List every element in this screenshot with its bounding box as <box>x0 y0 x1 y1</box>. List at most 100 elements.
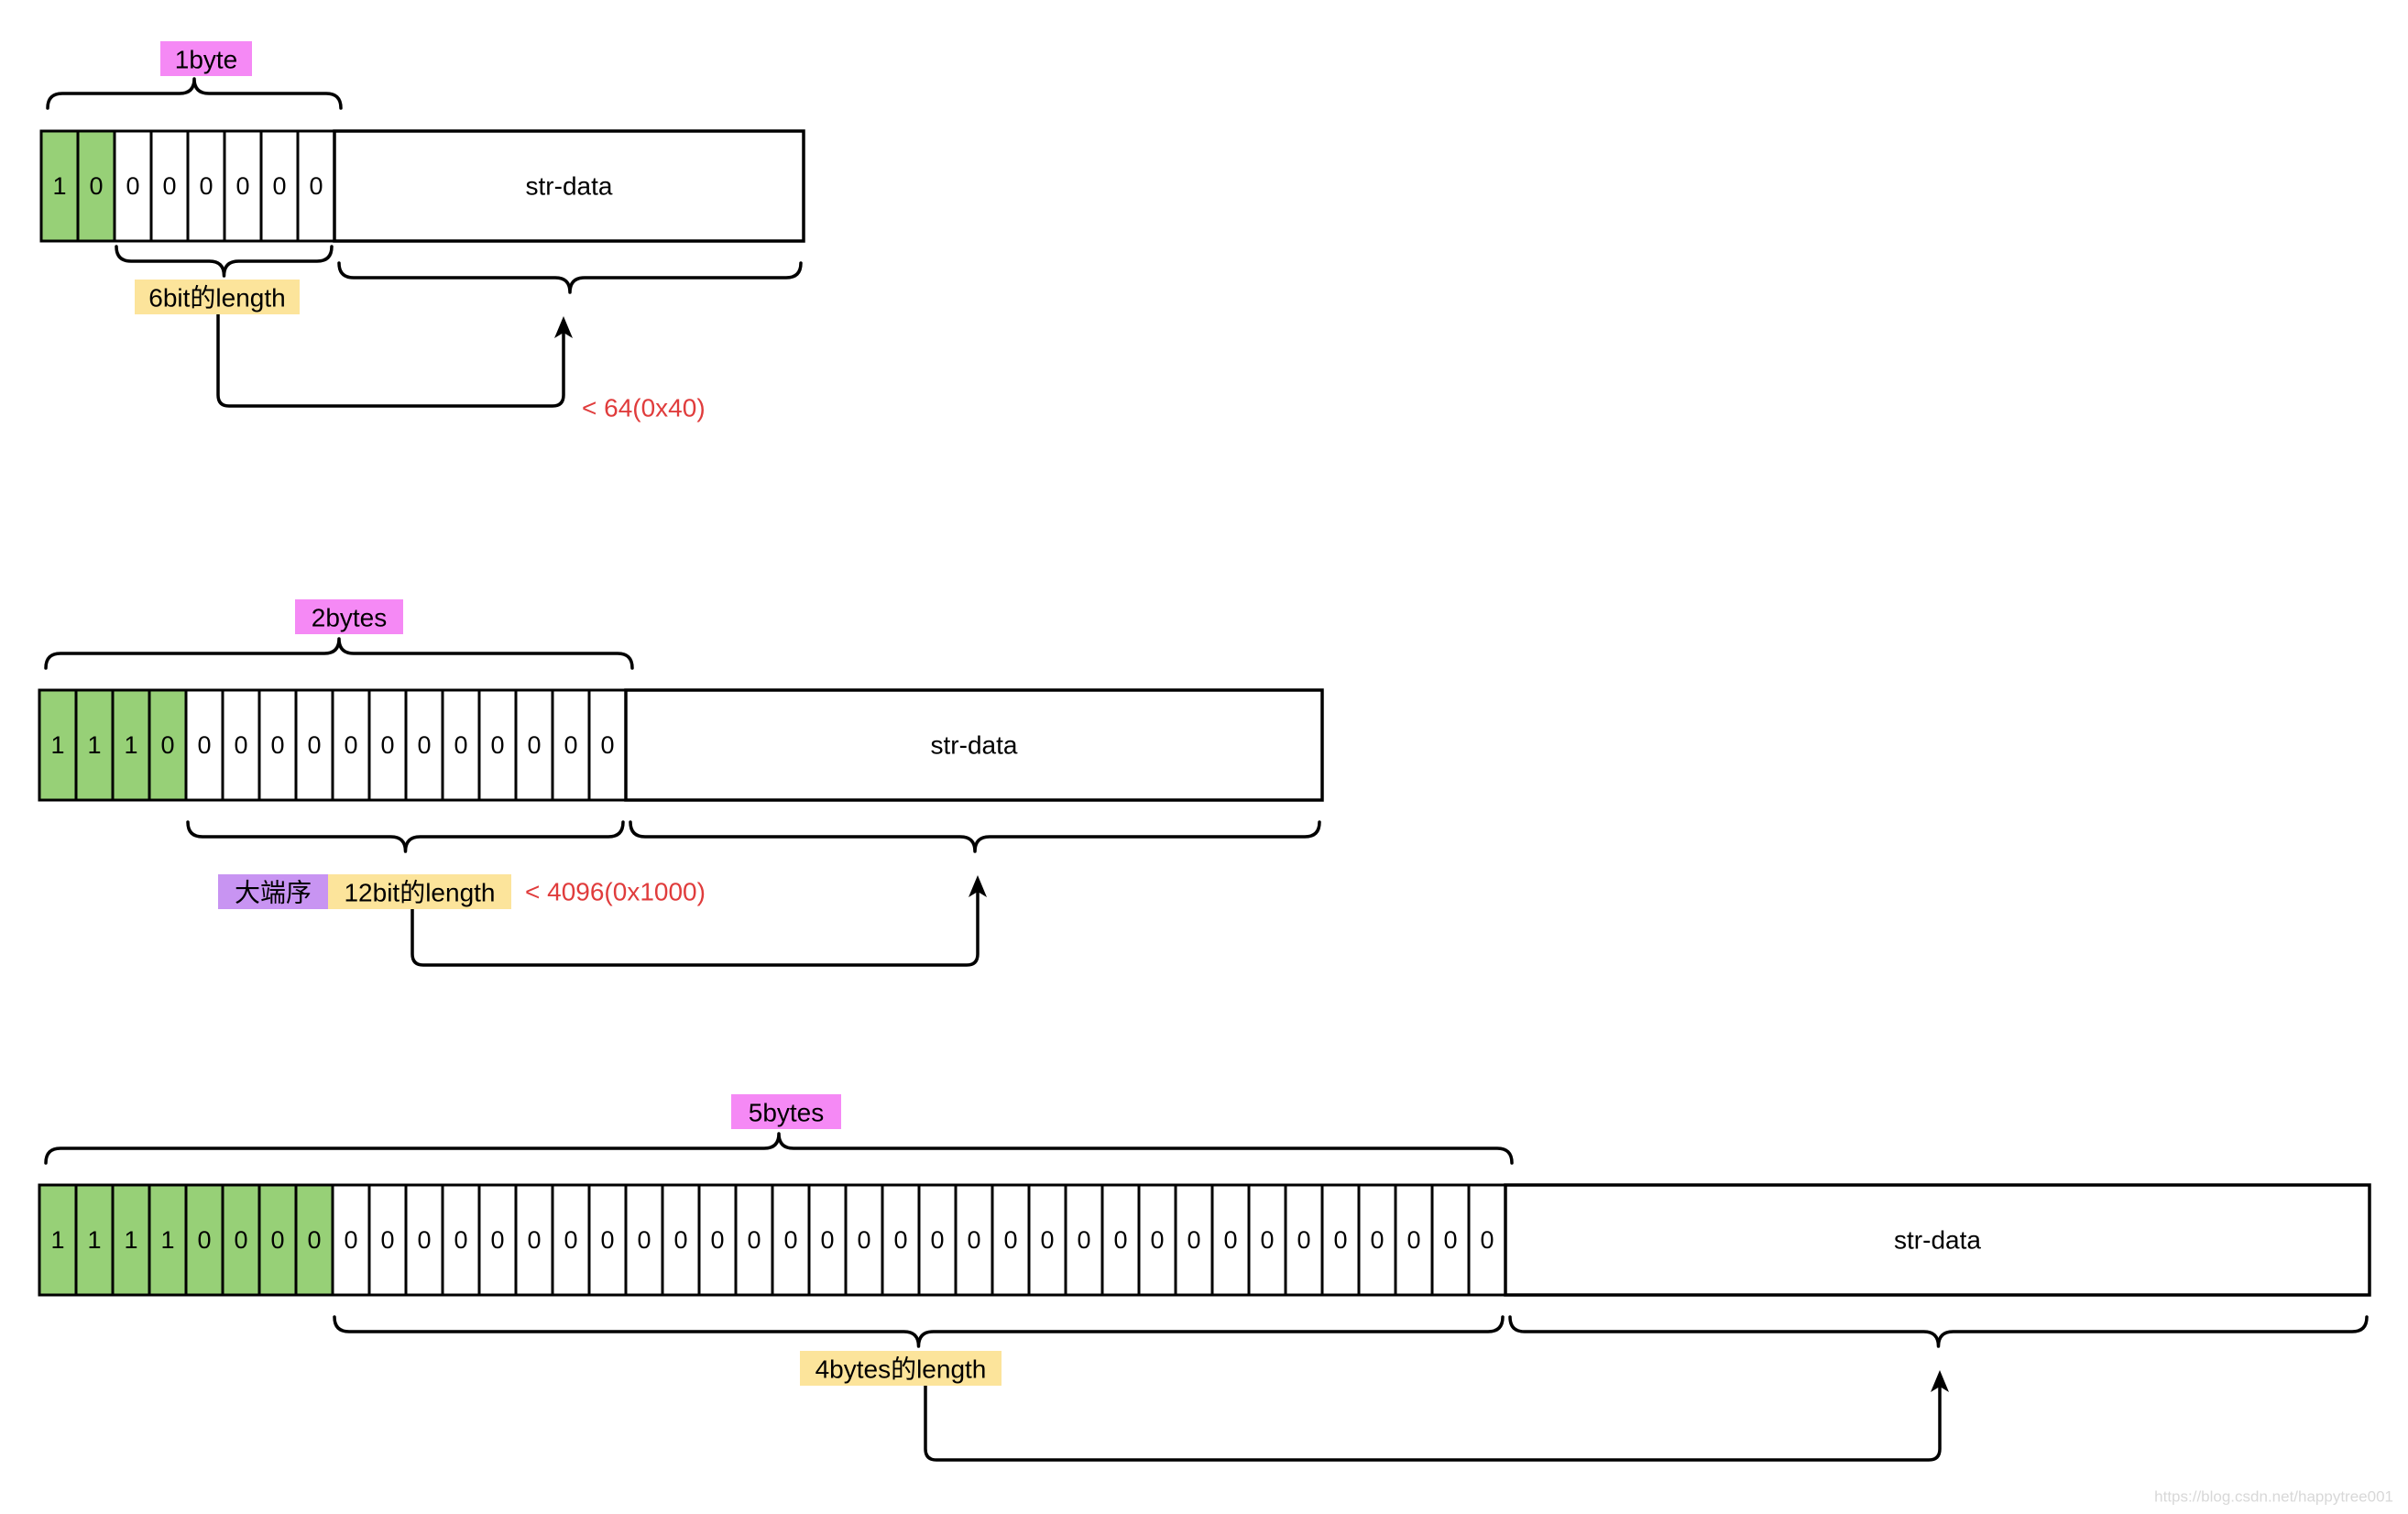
bit-value: 1 <box>87 1226 101 1254</box>
bit-value: 0 <box>1077 1226 1090 1254</box>
bit-value: 0 <box>527 1226 541 1254</box>
bit-value: 0 <box>1113 1226 1127 1254</box>
bit-value: 0 <box>930 1226 944 1254</box>
length-bit-cell <box>331 1183 371 1297</box>
bit-value: 0 <box>1260 1226 1274 1254</box>
length-bit-cell <box>624 1183 664 1297</box>
length-label-bg <box>328 874 511 909</box>
bit-value: 0 <box>197 1226 211 1254</box>
bit-value: 0 <box>600 1226 614 1254</box>
bit-value: 1 <box>87 731 101 759</box>
length-to-data-connector <box>410 892 980 967</box>
length-bit-cell <box>113 129 153 243</box>
length-bit-cell <box>661 1183 701 1297</box>
str-data-brace <box>1508 1315 2369 1348</box>
bit-value: 0 <box>235 172 249 200</box>
length-bit-cell <box>294 688 334 802</box>
byte-size-brace <box>46 77 343 110</box>
bit-value: 0 <box>747 1226 761 1254</box>
bit-value: 0 <box>344 1226 357 1254</box>
bit-value: 0 <box>1333 1226 1347 1254</box>
str-data-block <box>333 129 805 243</box>
bit-value: 0 <box>454 1226 467 1254</box>
bit-value: 1 <box>52 172 66 200</box>
length-bit-cell <box>404 688 444 802</box>
header-bit-cell <box>294 1183 334 1297</box>
bit-value: 0 <box>309 172 323 200</box>
length-bit-cell <box>1064 1183 1104 1297</box>
bit-value: 0 <box>160 731 174 759</box>
header-bit-cell <box>38 688 78 802</box>
length-bit-cell <box>331 688 371 802</box>
bit-value: 1 <box>50 731 64 759</box>
length-label-bg <box>800 1351 1002 1386</box>
str-data-brace <box>629 820 1321 853</box>
bit-value: 0 <box>710 1226 724 1254</box>
length-bit-cell <box>1210 1183 1251 1297</box>
length-bit-cell <box>367 688 408 802</box>
header-bit-cell <box>39 129 80 243</box>
length-bits-brace <box>333 1315 1505 1348</box>
bit-value: 0 <box>1187 1226 1200 1254</box>
length-bit-cell <box>184 688 224 802</box>
length-to-data-connector <box>924 1386 1942 1462</box>
length-bit-cell <box>223 129 263 243</box>
length-bit-cell <box>1247 1183 1287 1297</box>
bit-value: 0 <box>783 1226 797 1254</box>
byte-size-label-bg <box>295 599 403 634</box>
bit-value: 0 <box>564 1226 577 1254</box>
bit-value: 1 <box>124 731 137 759</box>
bit-value: 0 <box>270 731 284 759</box>
bit-value: 0 <box>857 1226 870 1254</box>
bit-value: 0 <box>380 731 394 759</box>
byte-size-label: 1byte <box>175 46 238 74</box>
str-data-label: str-data <box>1894 1226 1981 1255</box>
bit-value: 0 <box>307 731 321 759</box>
bit-value: 0 <box>490 731 504 759</box>
endian-label: 大端序 <box>235 879 312 907</box>
length-bit-cell <box>1284 1183 1324 1297</box>
bit-value: 0 <box>270 1226 284 1254</box>
bit-value: 0 <box>967 1226 980 1254</box>
bit-value: 0 <box>126 172 139 200</box>
bit-value: 0 <box>380 1226 394 1254</box>
length-bit-cell <box>404 1183 444 1297</box>
bit-value: 0 <box>417 731 431 759</box>
length-bit-cell <box>186 129 226 243</box>
length-limit-note: < 4096(0x1000) <box>525 878 706 906</box>
bit-value: 0 <box>1297 1226 1310 1254</box>
length-bit-cell <box>1174 1183 1214 1297</box>
length-label-bg <box>135 280 300 314</box>
bit-value: 0 <box>89 172 103 200</box>
str-data-brace <box>337 261 803 294</box>
byte-size-label-bg <box>160 41 252 76</box>
arrow-head-icon <box>1931 1370 1949 1392</box>
bit-value: 0 <box>527 731 541 759</box>
bit-value: 0 <box>1370 1226 1384 1254</box>
watermark-text: https://blog.csdn.net/happytree001 <box>2154 1488 2393 1506</box>
header-bit-cell <box>76 129 116 243</box>
str-data-block <box>624 688 1324 802</box>
bit-value: 0 <box>417 1226 431 1254</box>
bit-value: 0 <box>307 1226 321 1254</box>
str-data-block <box>1504 1183 2371 1297</box>
bit-value: 0 <box>637 1226 651 1254</box>
bit-value: 0 <box>600 731 614 759</box>
bit-value: 0 <box>1003 1226 1017 1254</box>
bit-value: 0 <box>1480 1226 1494 1254</box>
byte-size-label: 2bytes <box>312 604 388 632</box>
bit-value: 0 <box>820 1226 834 1254</box>
length-label: 6bit的length <box>148 284 285 313</box>
length-bit-cell <box>954 1183 994 1297</box>
length-bit-cell <box>367 1183 408 1297</box>
length-bit-cell <box>551 688 591 802</box>
bit-value: 0 <box>1406 1226 1420 1254</box>
byte-size-label: 5bytes <box>749 1099 825 1127</box>
bit-value: 0 <box>234 1226 247 1254</box>
header-bit-cell <box>74 1183 115 1297</box>
bit-value: 0 <box>673 1226 687 1254</box>
bit-value: 0 <box>162 172 176 200</box>
length-bit-cell <box>441 1183 481 1297</box>
